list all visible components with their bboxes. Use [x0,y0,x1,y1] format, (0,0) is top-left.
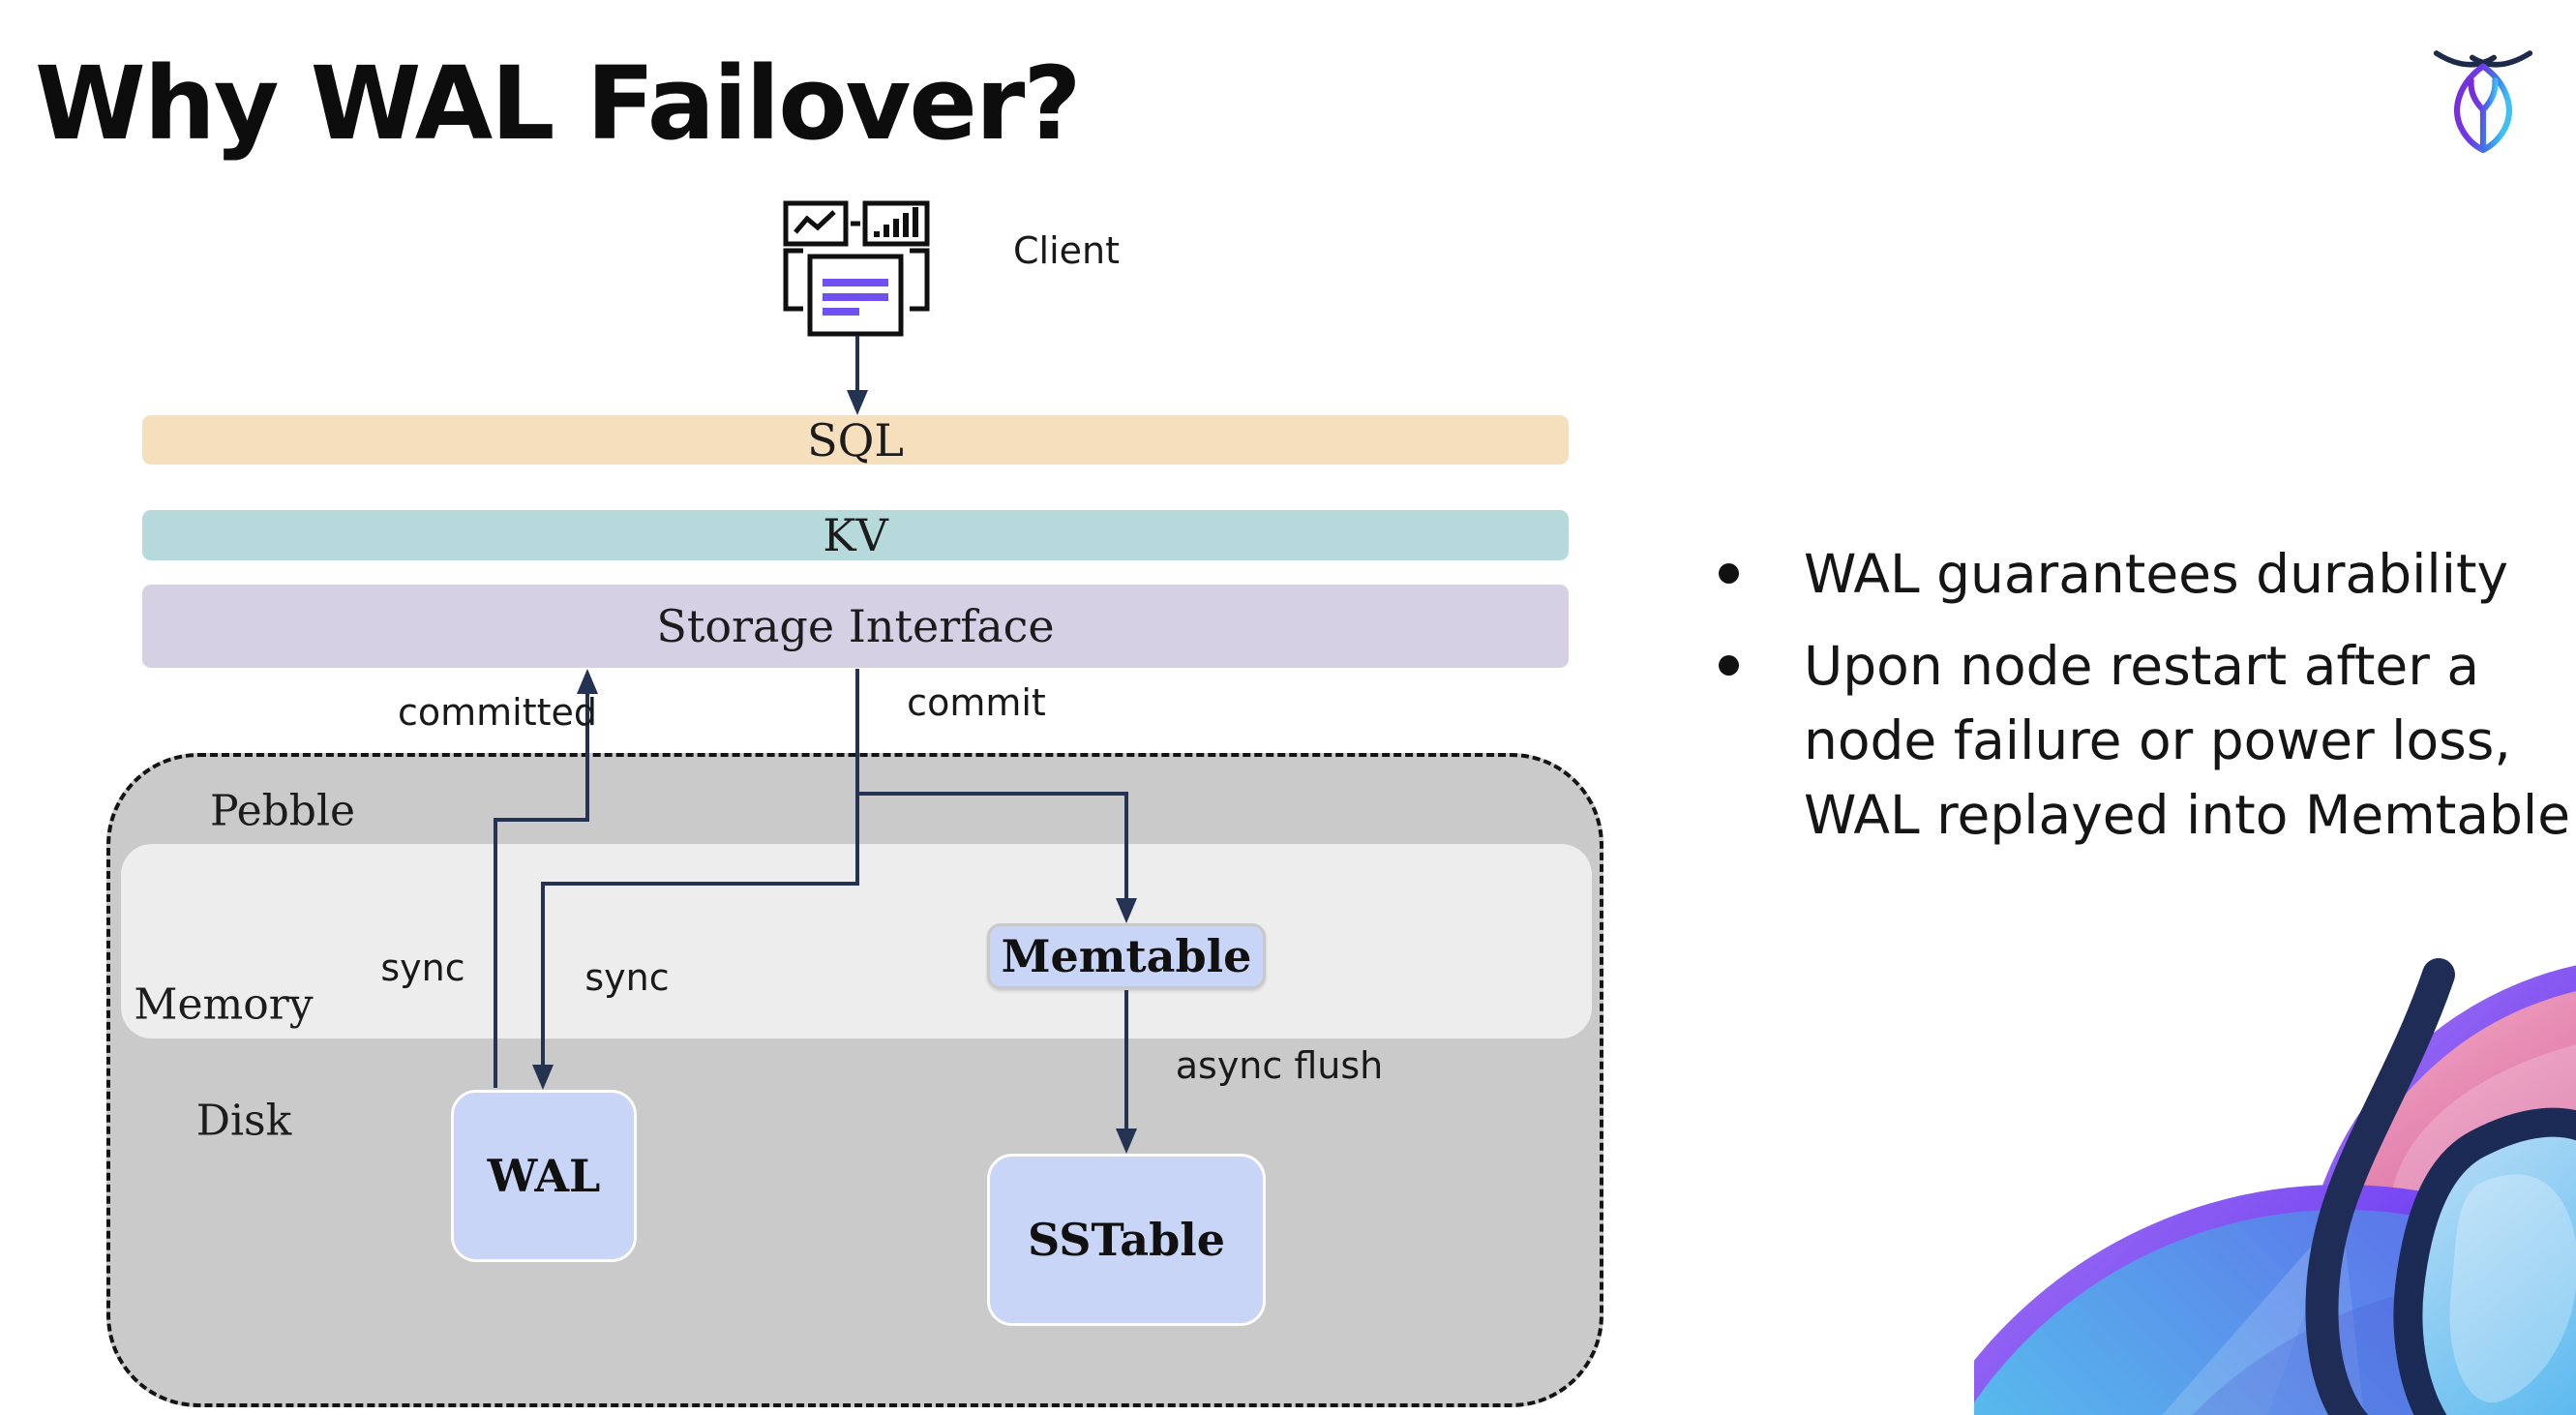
edge-label-async-flush: async flush [1175,1044,1384,1087]
client-label: Client [1013,229,1121,272]
wal-label: WAL [487,1150,601,1202]
layer-kv: KV [142,509,1569,561]
bullet-dot-icon [1719,655,1739,676]
memory-region [121,844,1592,1039]
layer-sql-label: SQL [807,413,904,467]
edge-label-committed: committed [397,691,598,734]
edge-label-sync-right: sync [584,956,670,999]
arrowhead-into-sql [847,390,868,415]
bullet-line: node failure or power loss, [1804,709,2511,771]
memtable-label: Memtable [1001,930,1252,982]
list-item: WAL guarantees durability [1804,537,2508,612]
bullet-line: WAL replayed into Memtable [1804,784,2571,846]
wal-box: WAL [451,1090,637,1262]
memory-label: Memory [134,979,314,1030]
edge-label-commit: commit [907,681,1046,724]
memtable-box: Memtable [987,923,1266,989]
pebble-label: Pebble [209,786,356,836]
bullet-dot-icon [1719,563,1739,584]
sstable-box: SSTable [987,1154,1266,1326]
cockroachdb-logo-icon [2427,45,2539,163]
sstable-label: SSTable [1028,1214,1225,1266]
bullet-line: Upon node restart after a [1804,635,2480,697]
layer-sql: SQL [142,413,1569,467]
client-workload-icon [774,194,948,343]
disk-label: Disk [195,1096,292,1146]
layer-kv-label: KV [823,509,888,561]
list-item: Upon node restart after a node failure o… [1804,629,2570,853]
edge-label-sync-left: sync [380,947,465,989]
layer-storage-label: Storage Interface [656,600,1055,652]
cockroachdb-brand-art-icon [1974,921,2576,1415]
bullet-line: WAL guarantees durability [1804,543,2509,605]
page-title: Why WAL Failover? [35,45,1082,163]
layer-storage-interface: Storage Interface [142,585,1569,668]
